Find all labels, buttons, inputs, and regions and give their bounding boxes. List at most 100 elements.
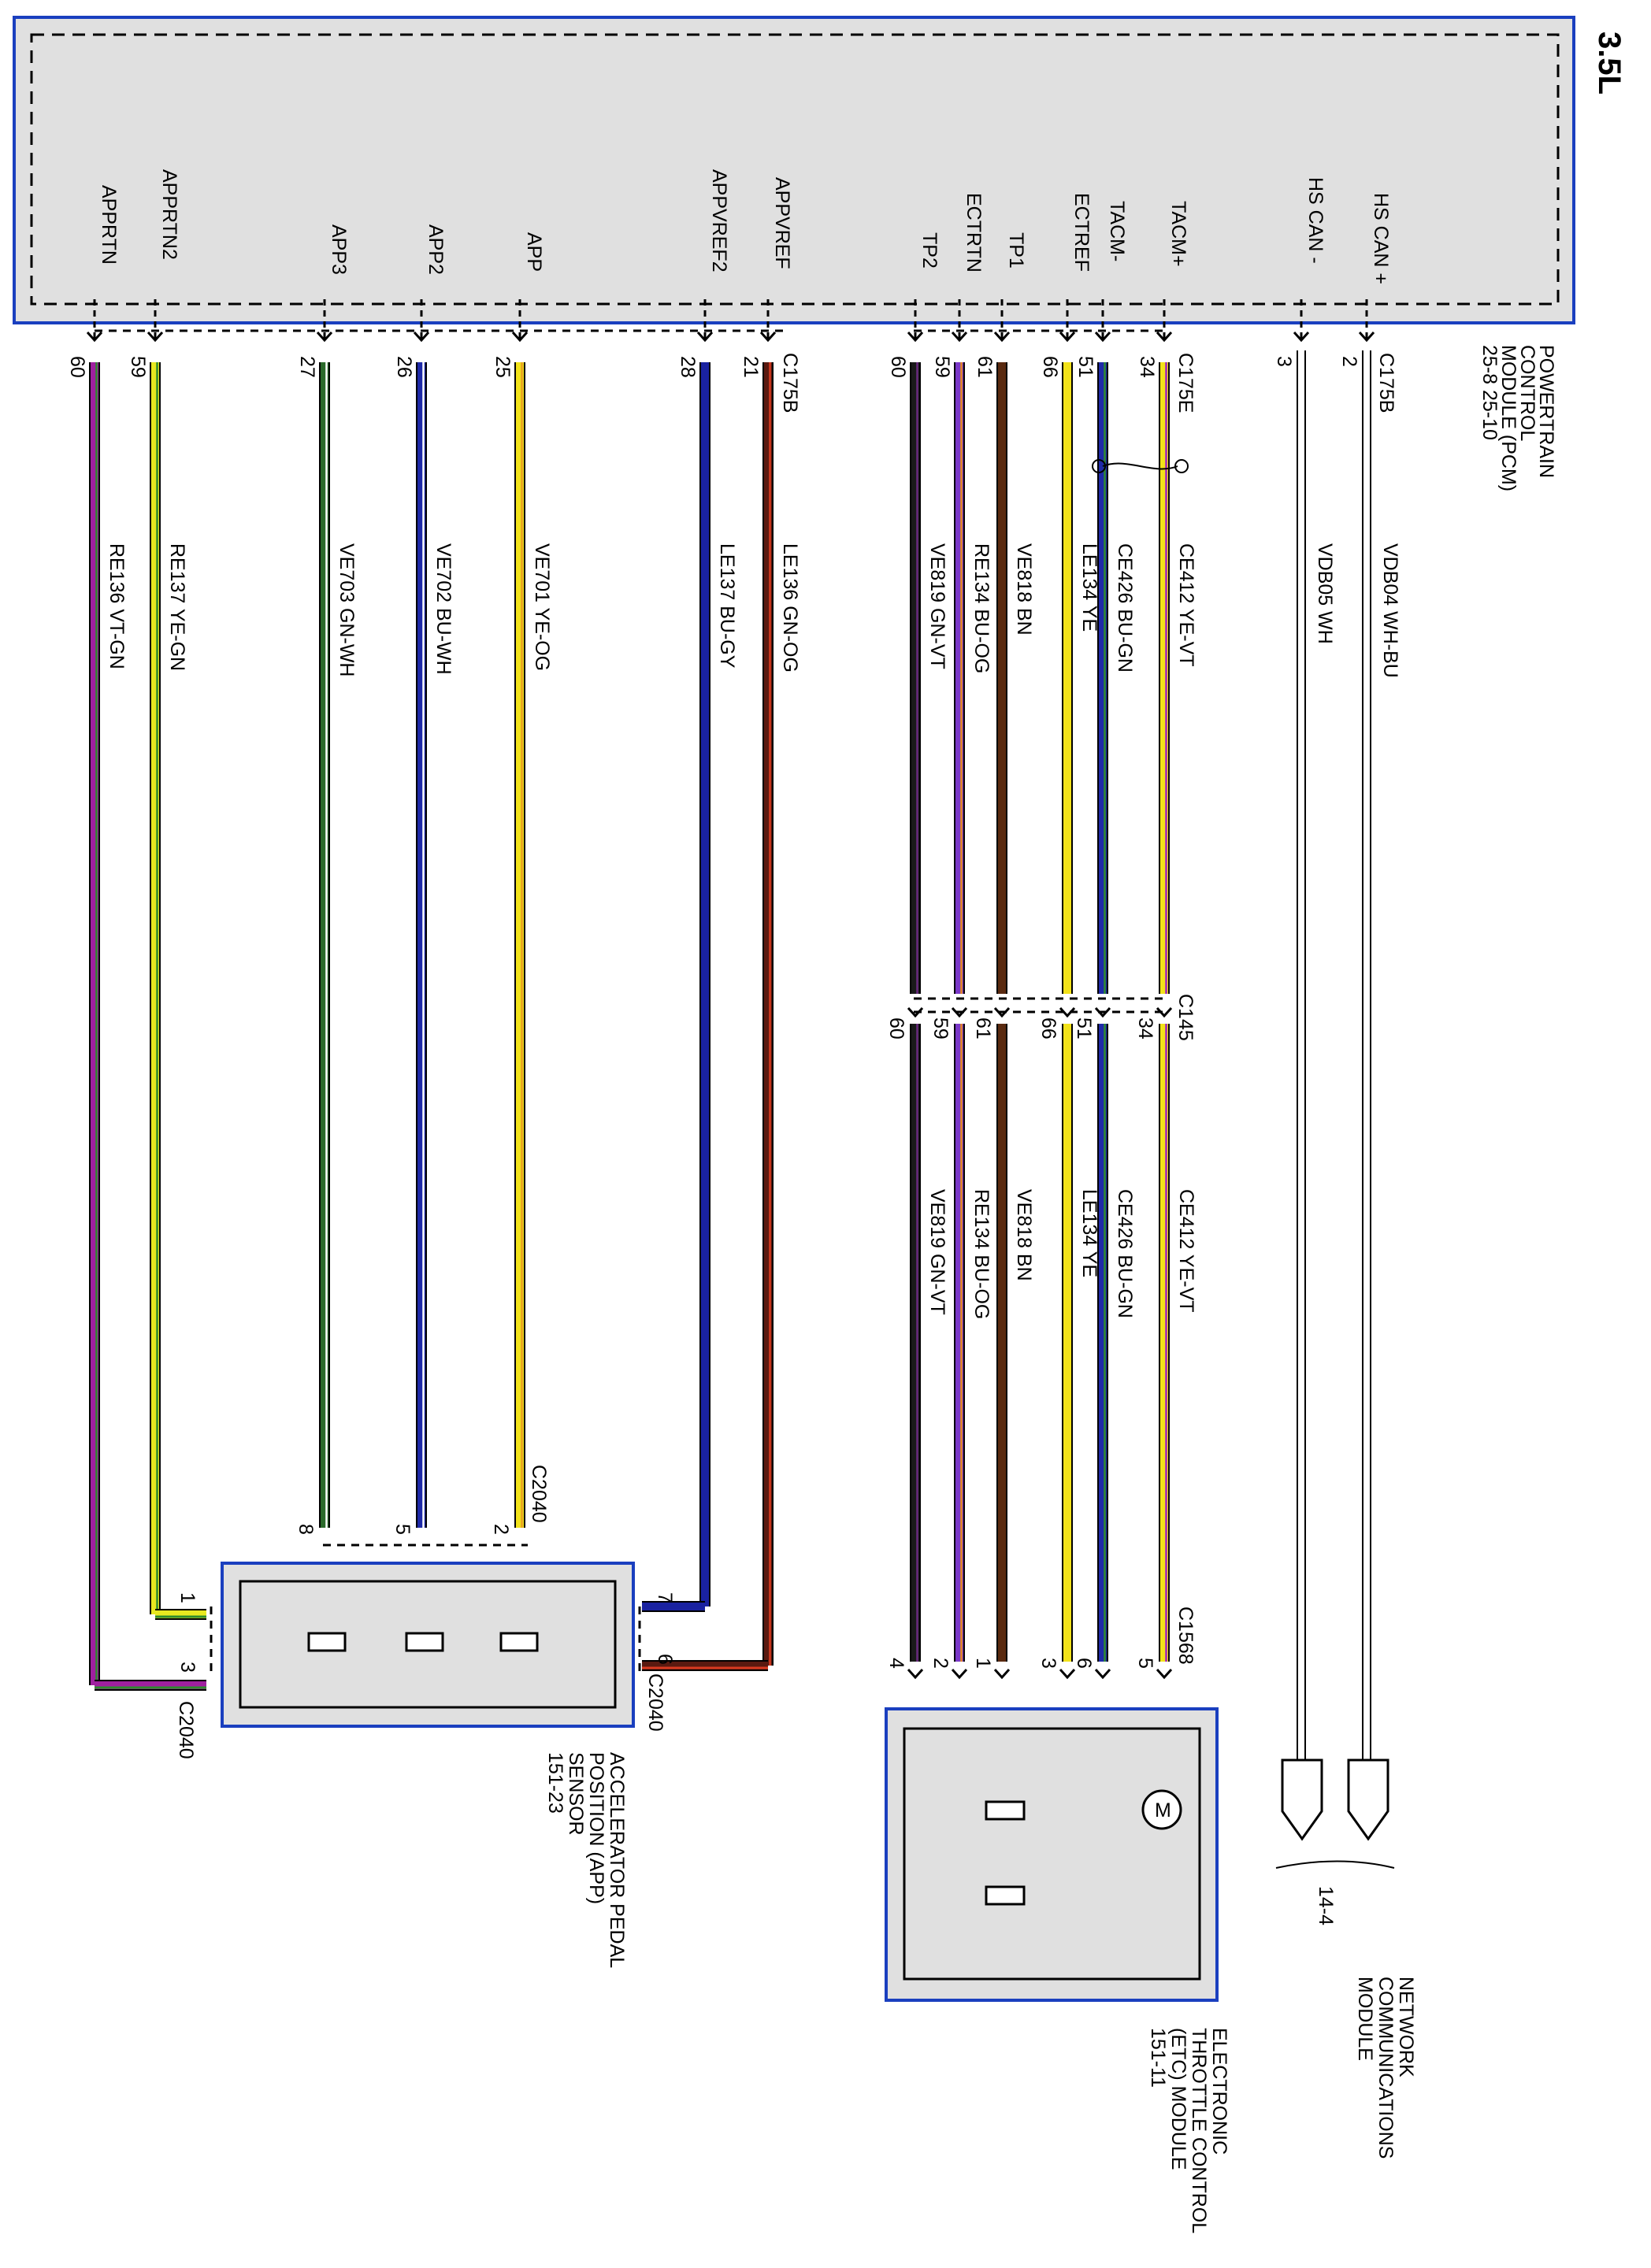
wire-circuit-label: VE701 YE-OG xyxy=(531,543,553,671)
etc-title: ELECTRONIC THROTTLE CONTROL (ETC) MODULE… xyxy=(1147,2028,1230,2233)
mcn-title-line-1: MODULE xyxy=(1354,1977,1376,2061)
pcm-pin-arrow-icon xyxy=(759,331,777,343)
pcm-title-line-4: 25-8 25-10 xyxy=(1478,345,1501,440)
inline-arrow-icon xyxy=(1156,1006,1173,1018)
app-pin-number: 2 xyxy=(490,1524,512,1535)
app-title-line-3: SENSOR xyxy=(565,1752,587,1836)
pcm-pin-number: 21 xyxy=(740,356,762,378)
inline-arrow-icon xyxy=(951,1006,968,1018)
wire-circuit-label: VE703 GN-WH xyxy=(336,543,358,676)
wire-circuit-label: LE137 BU-GY xyxy=(716,543,738,669)
inline-arrow-icon xyxy=(1059,1006,1076,1018)
wire-circuit-label: VE702 BU-WH xyxy=(432,543,454,675)
app-potentiometer-icon xyxy=(307,1632,539,1652)
pcm-pin-arrow-icon xyxy=(993,331,1011,343)
pcm-pin-arrow-icon xyxy=(696,331,714,343)
pcm-pin-label: APPRTN xyxy=(98,185,120,265)
pcm-pin-number: 60 xyxy=(66,356,88,378)
pcm-pin-arrow-icon xyxy=(1358,331,1375,343)
pcm-pin-number: 60 xyxy=(887,356,909,378)
wires xyxy=(86,331,1375,1760)
pcm-title: POWERTRAIN CONTROL MODULE (PCM) 25-8 25-… xyxy=(1478,345,1557,491)
inline-pin-number: 66 xyxy=(1037,1017,1059,1040)
app-pin-number: 8 xyxy=(295,1524,317,1535)
pcm-pin-number: 59 xyxy=(127,356,149,378)
pcm-pin-label: TACM- xyxy=(1106,201,1128,261)
pcm-pin-label: ECTRTN xyxy=(963,193,985,272)
pcm-pin-arrow-icon xyxy=(907,331,924,343)
etc-motor-icon: M xyxy=(1141,1789,1182,1830)
mcn-arrow-icon xyxy=(1347,1758,1389,1841)
etc-title-line-3: (ETC) MODULE xyxy=(1167,2028,1189,2170)
etc-pin-number: 4 xyxy=(885,1658,907,1669)
wire-circuit-label: CE426 BU-GN xyxy=(1114,543,1136,673)
wire-circuit-label: RE136 VT-GN xyxy=(106,543,128,669)
wire-circuit-label: RE134 BU-OG xyxy=(970,1189,992,1319)
etc-module: M ELECTRONIC THROTTLE CONTROL (ETC) MODU… xyxy=(885,1707,1230,2233)
inline-pin-number: 60 xyxy=(885,1017,907,1040)
pcm-pin-number: 27 xyxy=(296,356,318,378)
mcn-ref: 14-4 xyxy=(1315,1886,1337,1925)
wire-circuit-label: VE819 GN-VT xyxy=(926,543,948,669)
pcm-pin-arrow-icon xyxy=(1156,331,1173,343)
connector-c175e: C175E xyxy=(1174,353,1197,413)
pcm-pin-arrow-icon xyxy=(511,331,529,343)
etc-pin-arrow-icon xyxy=(907,1668,924,1680)
pcm-pin-arrow-icon xyxy=(1059,331,1076,343)
inline-arrow-icon xyxy=(1094,1006,1111,1018)
etc-potentiometer-icon xyxy=(985,1800,1026,1906)
etc-pin-number: 2 xyxy=(929,1658,952,1669)
app-pin-number: 3 xyxy=(176,1662,198,1673)
pcm-pin-arrow-icon xyxy=(1293,331,1310,343)
connector-bars xyxy=(95,329,1166,1677)
inline-pin-number: 34 xyxy=(1134,1017,1156,1040)
pcm-pin-labels: HS CAN +HS CAN -TACM+TACM-ECTREFTP1ECTRT… xyxy=(93,169,1392,340)
wire-circuit-label: CE426 BU-GN xyxy=(1114,1189,1136,1318)
wire-circuit-label: RE137 YE-GN xyxy=(166,543,188,671)
etc-pin-number: 1 xyxy=(972,1658,994,1669)
pcm-pin-number: 66 xyxy=(1039,356,1061,378)
pcm-pin-label: APPVREF xyxy=(771,177,793,269)
pcm-pin-number: 61 xyxy=(974,356,996,378)
pcm-pin-number: 34 xyxy=(1136,356,1158,378)
wire-circuit-label: VDB05 WH xyxy=(1314,543,1336,644)
pcm-pin-label: ECTREF xyxy=(1070,193,1093,272)
mcn-title-line-3: NETWORK xyxy=(1395,1977,1417,2077)
etc-title-line-4: 151-11 xyxy=(1147,2028,1169,2088)
pcm-inner-dashed xyxy=(30,33,1560,306)
etc-pin-number: 6 xyxy=(1073,1658,1095,1669)
pcm-pin-arrow-icon xyxy=(413,331,430,343)
svg-text:M: M xyxy=(1155,1799,1171,1821)
mcn-connectors: 14-4 MODULE COMMUNICATIONS NETWORK xyxy=(1275,1758,1417,2159)
twisted-pair-icon xyxy=(1092,459,1189,473)
wire-circuit-label: VE819 GN-VT xyxy=(926,1189,948,1315)
pcm-pin-number: 3 xyxy=(1273,356,1295,367)
app-pin-number: 5 xyxy=(391,1524,414,1535)
app-sensor: ACCELERATOR PEDAL POSITION (APP) SENSOR … xyxy=(221,1562,635,1968)
pcm-module: POWERTRAIN CONTROL MODULE (PCM) 25-8 25-… xyxy=(13,16,1575,491)
pcm-pin-label: TACM+ xyxy=(1167,201,1189,267)
etc-pin-number: 5 xyxy=(1134,1658,1156,1669)
pcm-pin-arrow-icon xyxy=(1094,331,1111,343)
pcm-pin-label: TP2 xyxy=(918,232,941,269)
pcm-pin-number: 26 xyxy=(393,356,415,378)
wire-circuit-label: LE136 GN-OG xyxy=(779,543,801,673)
wire-circuit-label: LE134 YE xyxy=(1078,543,1100,632)
connector-c2040-right: C2040 xyxy=(644,1673,666,1732)
etc-title-line-1: ELECTRONIC xyxy=(1208,2028,1230,2155)
pcm-pin-label: HS CAN + xyxy=(1370,193,1392,284)
pcm-pin-label: APP3 xyxy=(328,224,350,275)
connector-c2040-bottom: C2040 xyxy=(175,1701,197,1759)
pin-numbers: 2334516661596021282526275960345516663611… xyxy=(66,356,1360,1673)
pcm-pin-number: 25 xyxy=(492,356,514,378)
etc-pin-arrow-icon xyxy=(993,1668,1011,1680)
wire-circuit-label: RE134 BU-OG xyxy=(970,543,992,673)
pcm-pin-label: APPVREF2 xyxy=(708,169,730,272)
etc-pin-number: 3 xyxy=(1037,1658,1059,1669)
app-pin-number: 1 xyxy=(176,1592,198,1603)
mcn-title-line-2: COMMUNICATIONS xyxy=(1375,1977,1397,2159)
inline-arrow-icon xyxy=(907,1006,924,1018)
pcm-pin-arrow-icon xyxy=(951,331,968,343)
